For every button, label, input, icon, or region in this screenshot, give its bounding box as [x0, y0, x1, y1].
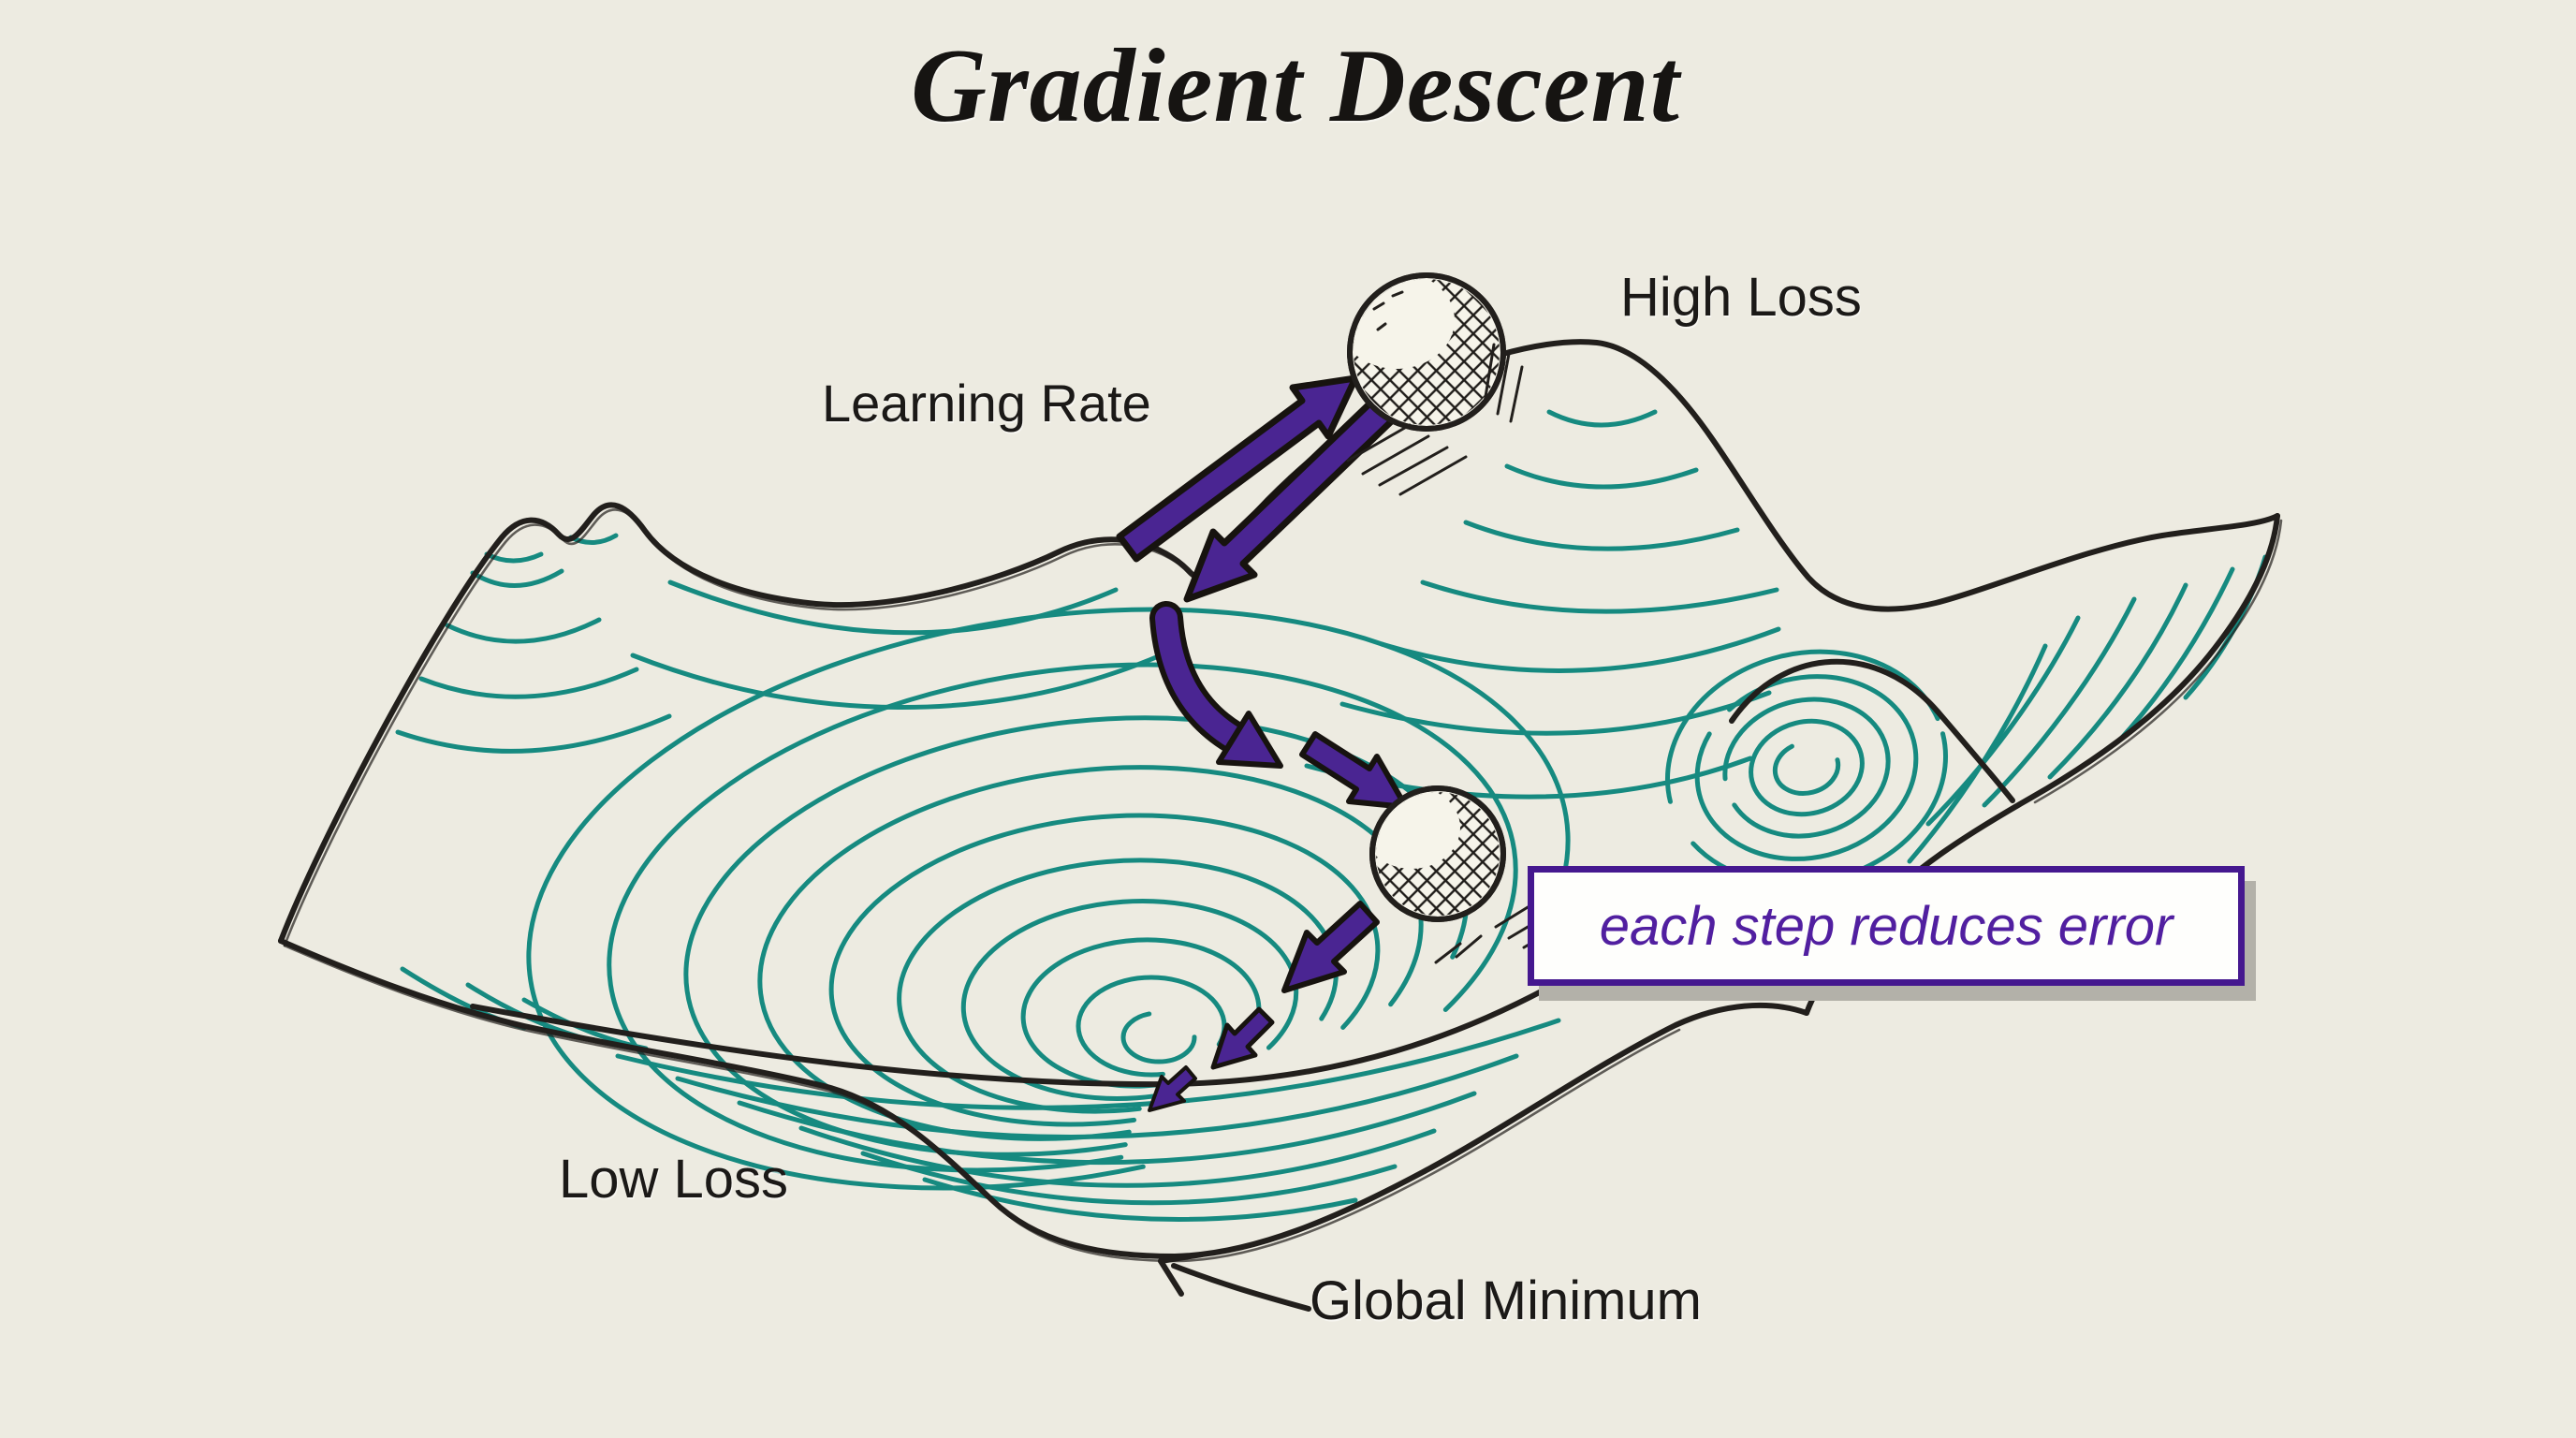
ball-high-loss-icon	[1346, 272, 1524, 496]
callout-box: each step reduces error	[1528, 866, 2245, 986]
contour-line	[1749, 718, 1865, 817]
contour-line	[484, 551, 544, 564]
contour-line	[2047, 582, 2188, 780]
contour-line	[1546, 409, 1658, 428]
learning-rate-ascent-arrow	[1116, 374, 1359, 563]
contour-line	[445, 617, 602, 644]
contour-line	[1076, 975, 1227, 1078]
contour-line	[418, 667, 639, 699]
contour-line	[737, 1091, 1477, 1166]
contour-line	[526, 607, 1571, 1191]
learning-rate-label: Learning Rate	[822, 374, 1151, 433]
contour-line	[1694, 674, 1919, 861]
contour-line	[828, 813, 1381, 1127]
contour-line	[615, 1018, 1561, 1110]
contour-line	[1504, 463, 1699, 490]
low-loss-label: Low Loss	[559, 1149, 789, 1210]
contour-line	[1722, 697, 1891, 839]
contour-line	[1379, 626, 1781, 673]
contour-line	[395, 713, 672, 754]
callout-text: each step reduces error	[1599, 895, 2174, 957]
contour-line	[1463, 520, 1740, 551]
contour-line	[1120, 1010, 1197, 1064]
contour-line	[667, 580, 1119, 636]
contour-line	[922, 1177, 1358, 1222]
contour-line	[630, 653, 1164, 710]
page-title: Gradient Descent	[911, 28, 1680, 144]
ball-midway-icon	[1369, 785, 1574, 964]
contour-line	[675, 1053, 1519, 1139]
terrain-bottom-edge	[278, 938, 1809, 1259]
valley-rim-fold	[470, 966, 1585, 1088]
ball-highlight-sketch	[1372, 290, 1404, 331]
learning-rate-descent-arrow	[1183, 387, 1406, 603]
contour-line	[1982, 596, 2137, 808]
contour-line	[470, 568, 564, 588]
contour-line	[1339, 690, 1772, 736]
right-hill-contours	[1664, 649, 1949, 887]
gradient-step-arrows	[1116, 374, 1409, 1112]
contour-line	[1925, 615, 2081, 827]
descent-step-arrow-2	[1299, 731, 1409, 810]
descent-step-arrow-curved	[1149, 601, 1283, 769]
contour-line	[1020, 937, 1262, 1089]
contour-line	[2117, 566, 2235, 742]
ball-shadow-hatch	[1346, 343, 1524, 496]
sketch-double-stroke	[283, 508, 2283, 1263]
contour-line	[798, 1125, 1437, 1188]
right-wing-contours	[1907, 554, 2268, 864]
left-hill-contours	[395, 533, 672, 754]
global-minimum-label: Global Minimum	[1310, 1270, 1702, 1331]
descent-step-arrow-5	[1148, 1065, 1197, 1112]
right-hill-cap	[1729, 658, 2015, 803]
high-loss-label: High Loss	[1620, 267, 1862, 328]
descent-step-arrow-3	[1281, 901, 1380, 993]
contour-line	[1420, 580, 1779, 614]
contour-line	[1772, 740, 1841, 796]
descent-step-arrow-4	[1210, 1006, 1275, 1070]
global-minimum-pointer-arrow	[1158, 1252, 1311, 1312]
valley-face-contours	[615, 1018, 1561, 1222]
terrain-outline	[278, 339, 2283, 1263]
contour-line	[860, 1151, 1398, 1206]
